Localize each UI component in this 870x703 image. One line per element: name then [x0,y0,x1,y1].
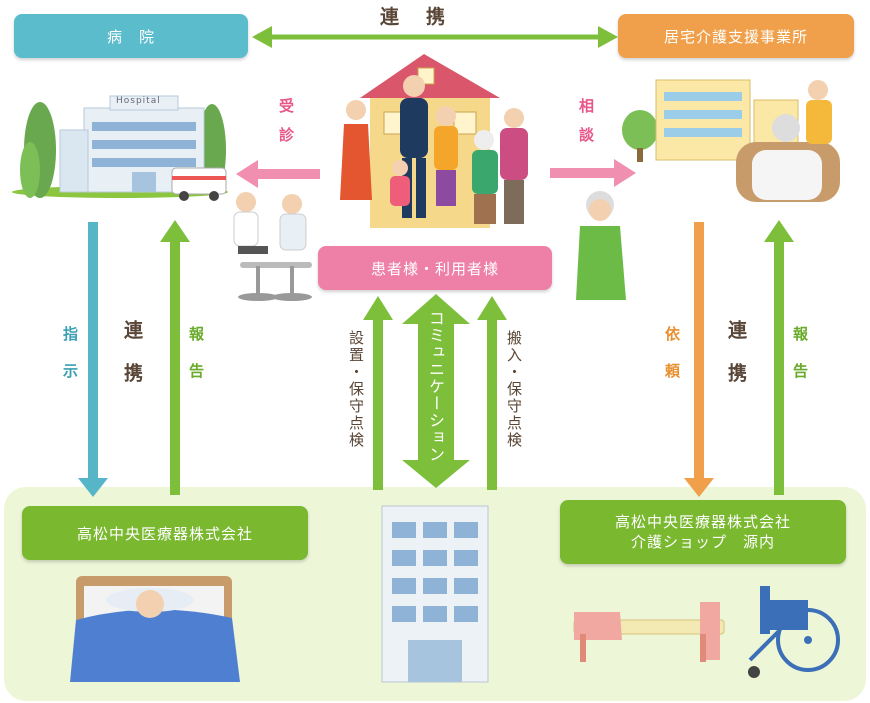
care-office-label: 居宅介護支援事業所 [663,27,808,46]
hospital-label: 病 院 [106,27,155,46]
company-right-label-1: 高松中央医療器株式会社 [614,512,791,531]
care-office-box: 居宅介護支援事業所 [618,14,854,58]
patient-label: 患者様・利用者様 [370,259,499,278]
left-houkoku-label: 報告 [187,326,205,400]
setchi-label: 設置・保守点検 [347,330,365,449]
care-bed-illustration [573,602,725,662]
left-renkei-label: 連携 [121,320,143,406]
jushin-label: 受診 [277,98,295,156]
soudan-label: 相談 [577,98,595,156]
care-office-illustration [622,79,840,202]
family-house-illustration [340,54,528,228]
setchi-arrow [363,296,393,490]
patient-box: 患者様・利用者様 [318,246,552,290]
company-left-box: 高松中央医療器株式会社 [22,506,308,560]
right-renkei-label: 連携 [725,320,747,406]
hospital-illustration [12,95,228,201]
soudan-arrow [550,159,636,187]
company-building-illustration [381,505,489,683]
right-houkoku-label: 報告 [791,326,809,400]
company-left-label: 高松中央医療器株式会社 [76,524,253,543]
irai-label: 依頼 [663,326,681,400]
right-houkoku-arrow [764,220,794,495]
wheelchair-illustration [748,586,840,678]
company-right-box: 高松中央医療器株式会社 介護ショップ 源内 [560,500,846,564]
jushin-arrow [236,160,320,188]
elderly-woman-illustration [576,191,626,300]
company-right-label-2: 介護ショップ 源内 [630,533,775,551]
hannyu-arrow [477,296,507,490]
shiji-label: 指示 [61,326,79,400]
bedridden-patient-illustration [70,576,240,682]
shiji-arrow [78,222,108,497]
communication-arrow [402,294,470,488]
top-renkei-label: 連 携 [380,6,450,28]
hannyu-label: 搬入・保守点検 [505,330,523,449]
communication-label: コミュニケーション [426,310,445,463]
hospital-box: 病 院 [14,14,248,58]
top-renkei-arrow [252,26,618,48]
hospital-sign: Hospital [116,96,161,106]
doctor-illustration [233,192,312,301]
left-houkoku-arrow [160,220,190,495]
irai-arrow [684,222,714,497]
